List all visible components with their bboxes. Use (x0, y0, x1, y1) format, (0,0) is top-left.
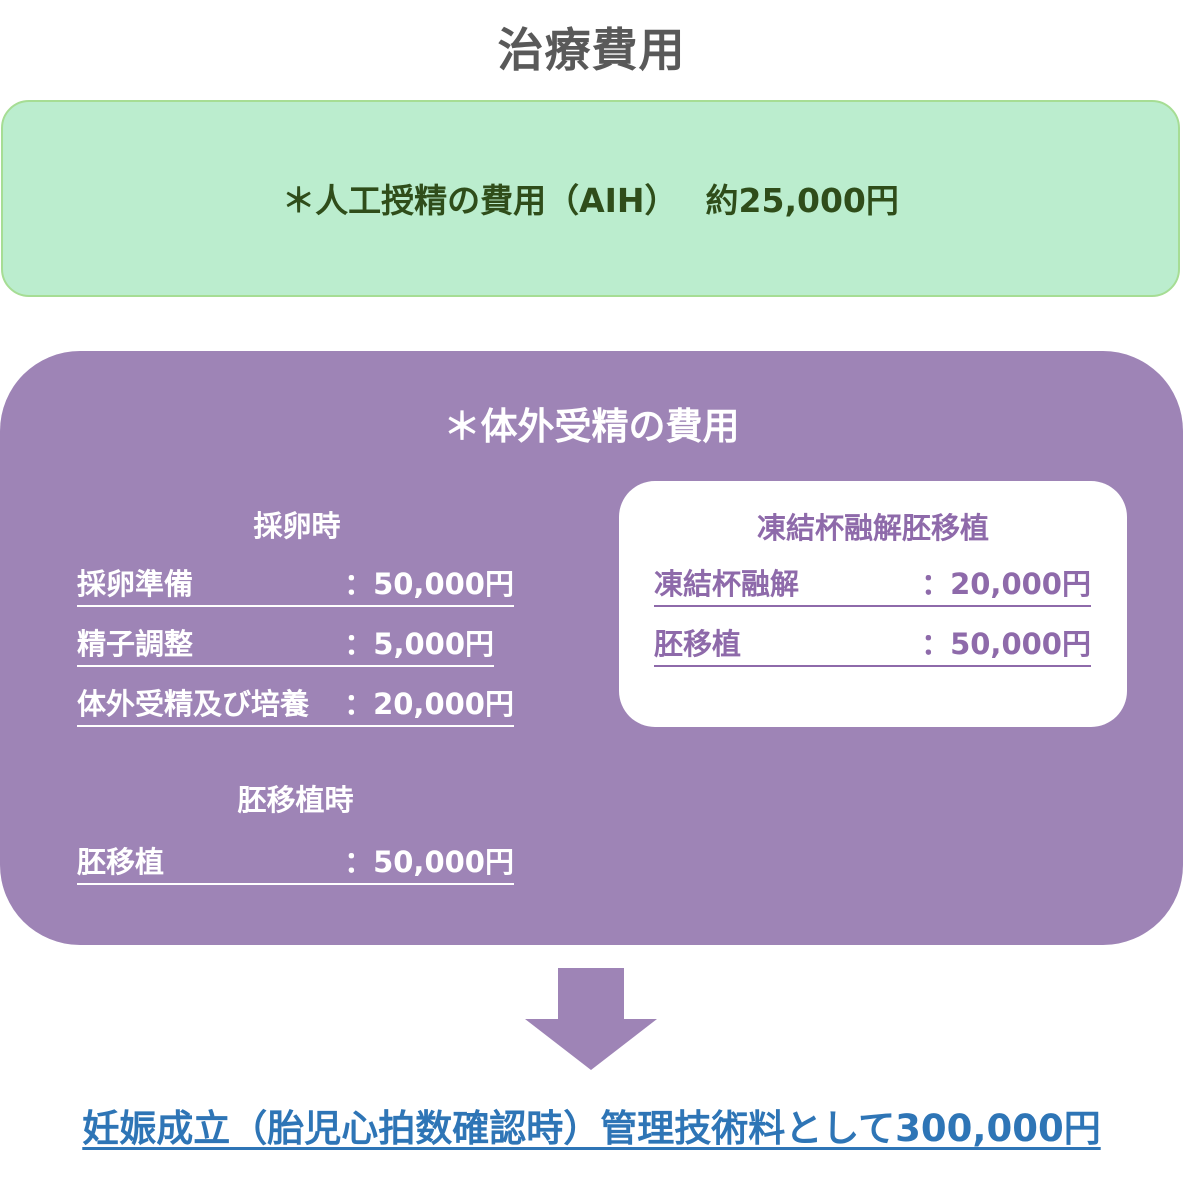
item-label: 凍結杯融解 (654, 567, 800, 601)
item-value: ：50,000円 (921, 627, 1091, 661)
retrieval-item-culture: 体外受精及び培養 ：20,000円 (77, 681, 514, 727)
transfer-heading: 胚移植時 (237, 783, 354, 817)
item-label: 採卵準備 (77, 567, 194, 601)
item-label: 胚移植 (77, 845, 165, 879)
retrieval-heading: 採卵時 (253, 509, 341, 543)
retrieval-item-prep: 採卵準備 ：50,000円 (77, 561, 514, 607)
ivf-cost-panel: ＊体外受精の費用 採卵時 採卵準備 ：50,000円 精子調整 ：5,000円 … (0, 351, 1183, 945)
frozen-transfer-panel: 凍結杯融解胚移植 凍結杯融解 ：20,000円 胚移植 ：50,000円 (619, 481, 1127, 727)
aih-cost-panel: ＊人工授精の費用（AIH） 約25,000円 (1, 100, 1180, 297)
item-value: ：50,000円 (344, 845, 514, 879)
item-label: 胚移植 (654, 627, 742, 661)
page-title: 治療費用 (497, 23, 686, 77)
item-label: 精子調整 (77, 627, 194, 661)
down-arrow-icon (525, 968, 657, 1070)
item-value: ：20,000円 (921, 567, 1091, 601)
pregnancy-fee-link[interactable]: 妊娠成立（胎児心拍数確認時）管理技術料として300,000円 (82, 1107, 1101, 1150)
item-value: ：50,000円 (344, 567, 514, 601)
item-label: 体外受精及び培養 (77, 687, 310, 721)
frozen-item-transfer: 胚移植 ：50,000円 (654, 621, 1091, 667)
frozen-heading: 凍結杯融解胚移植 (756, 511, 989, 545)
transfer-item: 胚移植 ：50,000円 (77, 839, 514, 885)
frozen-item-thaw: 凍結杯融解 ：20,000円 (654, 561, 1091, 607)
aih-cost-text: ＊人工授精の費用（AIH） 約25,000円 (282, 181, 899, 220)
item-value: ：5,000円 (344, 627, 494, 661)
retrieval-item-sperm: 精子調整 ：5,000円 (77, 621, 494, 667)
item-value: ：20,000円 (344, 687, 514, 721)
ivf-title: ＊体外受精の費用 (443, 405, 740, 448)
